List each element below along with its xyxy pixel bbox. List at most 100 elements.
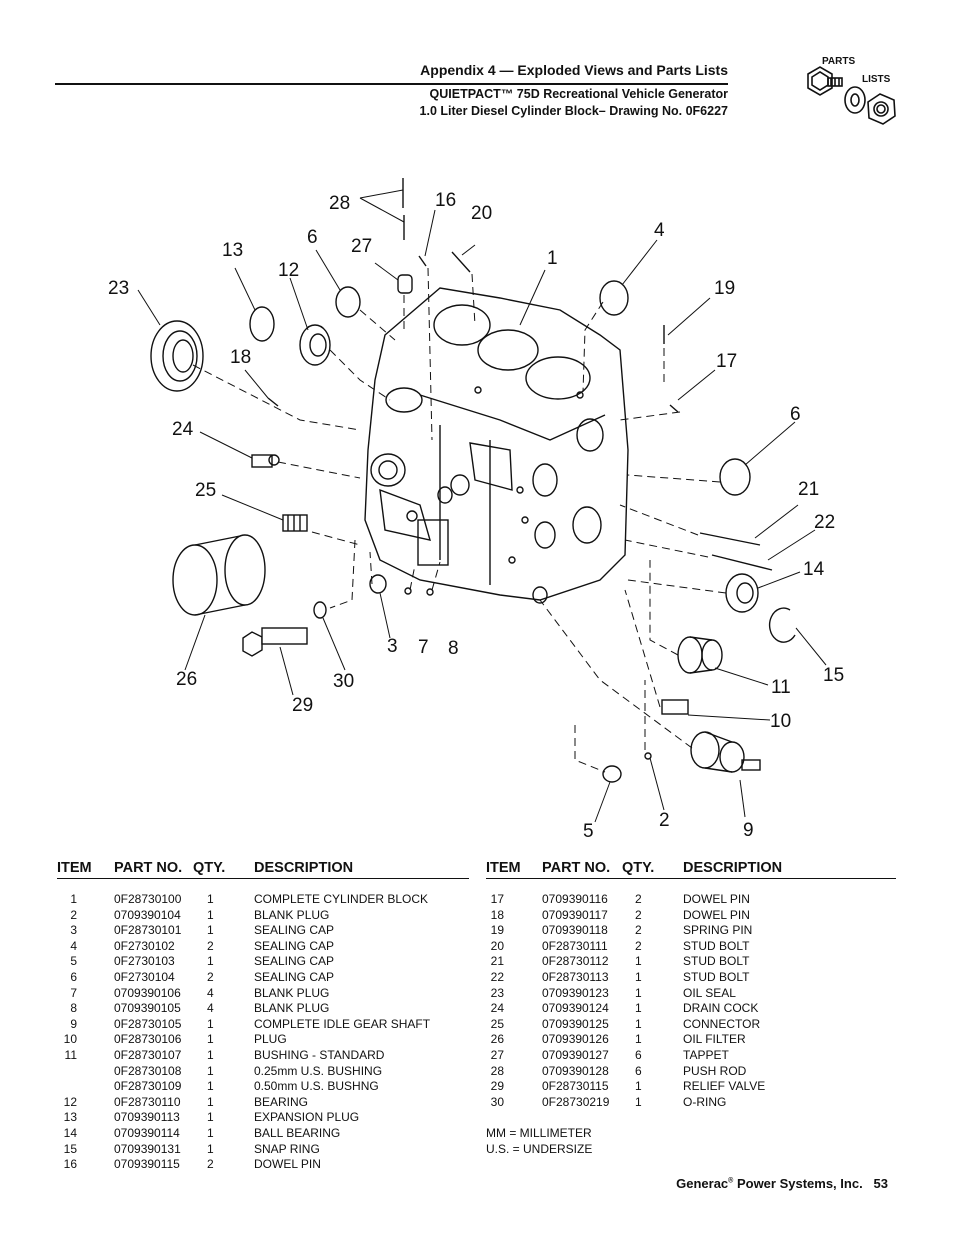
cell-description: OIL FILTER bbox=[683, 1032, 746, 1047]
cell-description: CONNECTOR bbox=[683, 1016, 761, 1031]
cell-item: 12 bbox=[63, 1094, 77, 1109]
cell-part-no: 0709390126 bbox=[542, 1032, 609, 1047]
table-row: 26 0709390126 1 OIL FILTER bbox=[486, 1032, 896, 1048]
col-item: ITEM bbox=[486, 860, 521, 876]
cell-item: 9 bbox=[70, 1016, 77, 1031]
callout-25: 25 bbox=[195, 480, 216, 501]
callout-10: 10 bbox=[770, 711, 791, 732]
cell-description: STUD BOLT bbox=[683, 969, 750, 984]
cell-description: BUSHING - STANDARD bbox=[254, 1047, 385, 1062]
cell-part-no: 0F28730101 bbox=[114, 923, 182, 938]
col-description: DESCRIPTION bbox=[254, 860, 354, 876]
cell-qty: 4 bbox=[207, 985, 214, 1000]
cell-part-no: 0709390115 bbox=[114, 1157, 180, 1172]
page-footer: Generac® Power Systems, Inc. 53 bbox=[676, 1176, 888, 1191]
notes: MM = MILLIMETER U.S. = UNDERSIZE bbox=[486, 1126, 592, 1157]
cell-part-no: 0709390106 bbox=[114, 985, 181, 1000]
cell-description: COMPLETE IDLE GEAR SHAFT bbox=[254, 1016, 431, 1031]
callout-22: 22 bbox=[814, 512, 835, 533]
cell-part-no: 0709390124 bbox=[542, 1001, 609, 1016]
cell-item: 22 bbox=[490, 969, 504, 984]
callout-4: 4 bbox=[654, 220, 665, 241]
callout-26: 26 bbox=[176, 669, 197, 690]
callout-5: 5 bbox=[583, 821, 594, 842]
blank-plug-7 bbox=[404, 587, 412, 595]
callout-9: 9 bbox=[743, 820, 754, 841]
cell-description: EXPANSION PLUG bbox=[254, 1110, 360, 1125]
callout-16: 16 bbox=[435, 190, 456, 211]
cell-item: 24 bbox=[490, 1001, 504, 1016]
col-qty: QTY. bbox=[622, 860, 655, 876]
cell-part-no: 0709390114 bbox=[114, 1125, 180, 1140]
cell-qty: 1 bbox=[207, 1016, 214, 1031]
cell-item: 23 bbox=[490, 985, 504, 1000]
cell-part-no: 0F28730110 bbox=[114, 1094, 181, 1109]
cell-qty: 1 bbox=[207, 1032, 214, 1047]
cell-description: OIL SEAL bbox=[683, 985, 736, 1000]
callout-18: 18 bbox=[230, 347, 251, 368]
cell-description: 0.25mm U.S. BUSHING bbox=[254, 1063, 383, 1078]
footer-company: Generac bbox=[676, 1176, 729, 1191]
blank-plug-2 bbox=[644, 752, 652, 760]
cell-item: 19 bbox=[490, 923, 504, 938]
callout-3: 3 bbox=[387, 636, 398, 657]
expansion-plug bbox=[249, 306, 275, 342]
cell-qty: 2 bbox=[207, 938, 214, 953]
cell-qty: 1 bbox=[635, 1032, 642, 1047]
callout-15: 15 bbox=[823, 665, 844, 686]
cell-item: 26 bbox=[490, 1032, 504, 1047]
callout-28: 28 bbox=[329, 193, 350, 214]
drawing-subtitle: 1.0 Liter Diesel Cylinder Block– Drawing… bbox=[419, 104, 728, 118]
cell-item: 8 bbox=[70, 1001, 77, 1016]
blank-plug-8 bbox=[426, 588, 434, 596]
callout-2: 2 bbox=[659, 810, 670, 831]
cell-description: DRAIN COCK bbox=[683, 1001, 759, 1016]
cell-item: 29 bbox=[490, 1079, 504, 1094]
cell-part-no: 0709390125 bbox=[542, 1016, 609, 1031]
cell-item: 18 bbox=[490, 907, 504, 922]
cell-qty: 2 bbox=[207, 969, 214, 984]
callout-11: 11 bbox=[771, 677, 791, 698]
cell-part-no: 0F28730112 bbox=[542, 954, 609, 969]
stud-bolt-20 bbox=[451, 251, 471, 273]
cell-qty: 2 bbox=[635, 892, 642, 906]
note-mm: MM = MILLIMETER bbox=[486, 1126, 592, 1140]
cell-qty: 1 bbox=[207, 923, 214, 938]
cell-qty: 2 bbox=[635, 907, 642, 922]
cell-item: 10 bbox=[63, 1032, 77, 1047]
cell-qty: 1 bbox=[207, 1094, 214, 1109]
cell-item: 3 bbox=[70, 923, 77, 938]
cell-qty: 4 bbox=[207, 1001, 214, 1016]
cell-part-no: 0709390118 bbox=[542, 923, 608, 938]
cell-item: 30 bbox=[490, 1094, 504, 1109]
cell-qty: 2 bbox=[207, 1157, 214, 1172]
cell-description: O-RING bbox=[683, 1094, 727, 1109]
sealing-cap-3 bbox=[369, 574, 387, 594]
appendix-title: Appendix 4 — Exploded Views and Parts Li… bbox=[420, 62, 728, 78]
cell-part-no: 0709390105 bbox=[114, 1001, 181, 1016]
cell-description: SEALING CAP bbox=[254, 923, 335, 938]
cell-qty: 6 bbox=[635, 1047, 642, 1062]
cell-item: 2 bbox=[70, 907, 77, 922]
o-ring bbox=[313, 601, 327, 619]
cell-item: 11 bbox=[64, 1047, 77, 1062]
cell-description: SEALING CAP bbox=[254, 969, 335, 984]
callout-30: 30 bbox=[333, 671, 354, 692]
cell-item: 21 bbox=[490, 954, 504, 969]
cell-part-no: 0F2730104 bbox=[114, 969, 175, 984]
